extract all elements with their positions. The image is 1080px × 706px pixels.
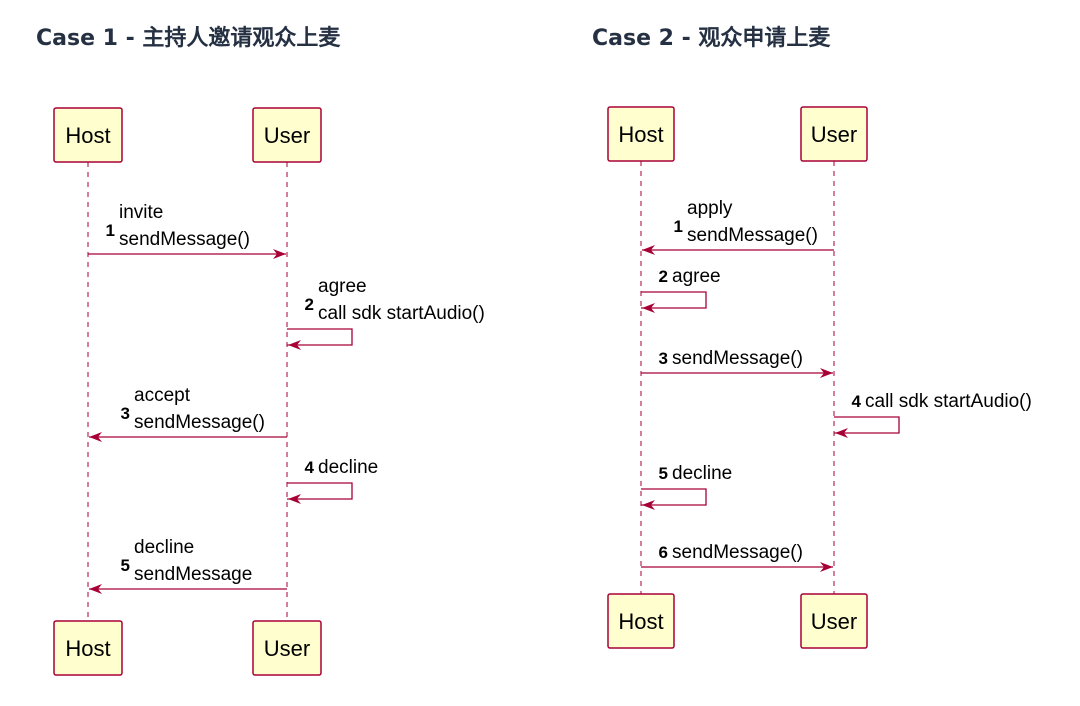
message-text: call sdk startAudio() <box>865 391 1032 412</box>
message-line <box>641 488 707 506</box>
message-text: agree <box>672 266 721 287</box>
message-line <box>287 328 353 346</box>
arrow-head <box>642 245 655 255</box>
message-text: sendMessage() <box>119 229 250 250</box>
arrow-head <box>820 562 833 572</box>
participant-user-top-label: User <box>264 123 310 148</box>
participant-user-top-box <box>252 107 322 163</box>
message-number: 1 <box>674 217 683 236</box>
message-text: apply <box>687 198 733 219</box>
message-text: sendMessage() <box>672 542 803 563</box>
message-line <box>834 416 900 434</box>
message-number: 3 <box>121 404 130 423</box>
arrow-head <box>642 303 655 313</box>
participant-user-bottom-label: User <box>811 609 857 634</box>
message-number: 6 <box>659 543 668 562</box>
message-text: decline <box>672 463 732 484</box>
arrow-head <box>288 340 301 350</box>
message-text: invite <box>119 202 163 223</box>
message-line <box>287 482 353 500</box>
message-number: 5 <box>659 464 668 483</box>
participant-host-top-box <box>607 106 675 162</box>
message-text: decline <box>134 537 194 558</box>
message-number: 3 <box>659 349 668 368</box>
message-text: decline <box>318 457 378 478</box>
message-text: call sdk startAudio() <box>318 303 485 324</box>
participant-user-top-label: User <box>811 122 857 147</box>
arrow-head <box>273 249 286 259</box>
arrow-head <box>89 584 102 594</box>
participant-user-bottom-label: User <box>264 636 310 661</box>
participant-user-bottom-box <box>252 620 322 676</box>
participant-host-bottom-label: Host <box>65 636 110 661</box>
message-text: accept <box>134 385 191 406</box>
message-number: 5 <box>121 556 130 575</box>
participant-user-top-box <box>800 106 868 162</box>
message-number: 2 <box>659 267 668 286</box>
arrow-head <box>288 494 301 504</box>
participant-host-bottom-box <box>607 593 675 649</box>
message-text: agree <box>318 276 367 297</box>
message-line <box>641 291 707 309</box>
message-number: 4 <box>852 392 862 411</box>
message-text: sendMessage <box>134 564 252 585</box>
message-text: sendMessage() <box>134 412 265 433</box>
case-2-title: Case 2 - 观众申请上麦 <box>592 26 831 51</box>
participant-host-bottom-label: Host <box>618 609 663 634</box>
message-text: sendMessage() <box>672 348 803 369</box>
diagram-1: HostHostUserUser1invitesendMessage()2agr… <box>53 107 485 676</box>
participant-host-bottom-box <box>53 620 123 676</box>
message-text: sendMessage() <box>687 225 818 246</box>
case-1-title: Case 1 - 主持人邀请观众上麦 <box>36 26 341 51</box>
participant-host-top-label: Host <box>618 122 663 147</box>
message-number: 4 <box>305 458 315 477</box>
message-number: 2 <box>305 295 314 314</box>
participant-host-top-box <box>53 107 123 163</box>
arrow-head <box>820 368 833 378</box>
arrow-head <box>642 500 655 510</box>
participant-host-top-label: Host <box>65 123 110 148</box>
arrow-head <box>835 428 848 438</box>
message-number: 1 <box>106 221 115 240</box>
arrow-head <box>89 432 102 442</box>
participant-user-bottom-box <box>800 593 868 649</box>
